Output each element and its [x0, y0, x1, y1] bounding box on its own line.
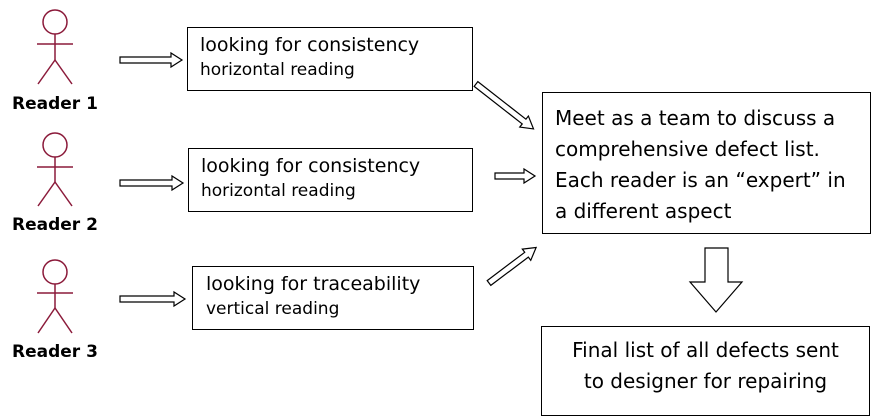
reading-box-1-goal: looking for consistency [200, 34, 420, 56]
reader-3-actor-icon [37, 259, 73, 334]
final-defect-list-box: Final list of all defects sent to design… [541, 326, 870, 416]
arrow-team-to-final [688, 247, 744, 313]
arrow-box3-to-team [486, 246, 538, 287]
team-box-line-2: comprehensive defect list. [555, 137, 820, 161]
arrow-box1-to-team [473, 80, 535, 130]
team-box-line-1: Meet as a team to discuss a [555, 106, 836, 130]
team-box-line-3: Each reader is an “expert” in [555, 168, 846, 192]
reading-box-3: looking for traceability vertical readin… [192, 266, 474, 330]
reading-box-3-goal: looking for traceability [206, 273, 421, 295]
final-box-line-2: to designer for repairing [583, 369, 828, 393]
arrow-reader3-to-box3 [119, 290, 187, 308]
team-meeting-box: Meet as a team to discuss a comprehensiv… [542, 92, 871, 234]
arrow-reader2-to-box2 [119, 174, 185, 192]
diagram-canvas [37, 9, 744, 334]
reading-box-1: looking for consistency horizontal readi… [187, 27, 473, 91]
reader-3-label: Reader 3 [12, 342, 98, 362]
team-box-line-4: a different aspect [555, 199, 732, 223]
reader-1-actor-icon [37, 9, 73, 85]
reading-box-2-goal: looking for consistency [201, 155, 421, 177]
reader-1-label: Reader 1 [12, 94, 98, 114]
final-box-line-1: Final list of all defects sent [572, 338, 839, 362]
reading-box-2-mode: horizontal reading [201, 181, 356, 201]
arrow-reader1-to-box1 [119, 51, 184, 69]
reading-box-2: looking for consistency horizontal readi… [188, 148, 473, 212]
reader-2-actor-icon [37, 132, 73, 207]
arrow-box2-to-team [494, 167, 537, 185]
reading-box-3-mode: vertical reading [206, 299, 340, 319]
reader-2-label: Reader 2 [12, 215, 98, 235]
reading-box-1-mode: horizontal reading [200, 60, 355, 80]
